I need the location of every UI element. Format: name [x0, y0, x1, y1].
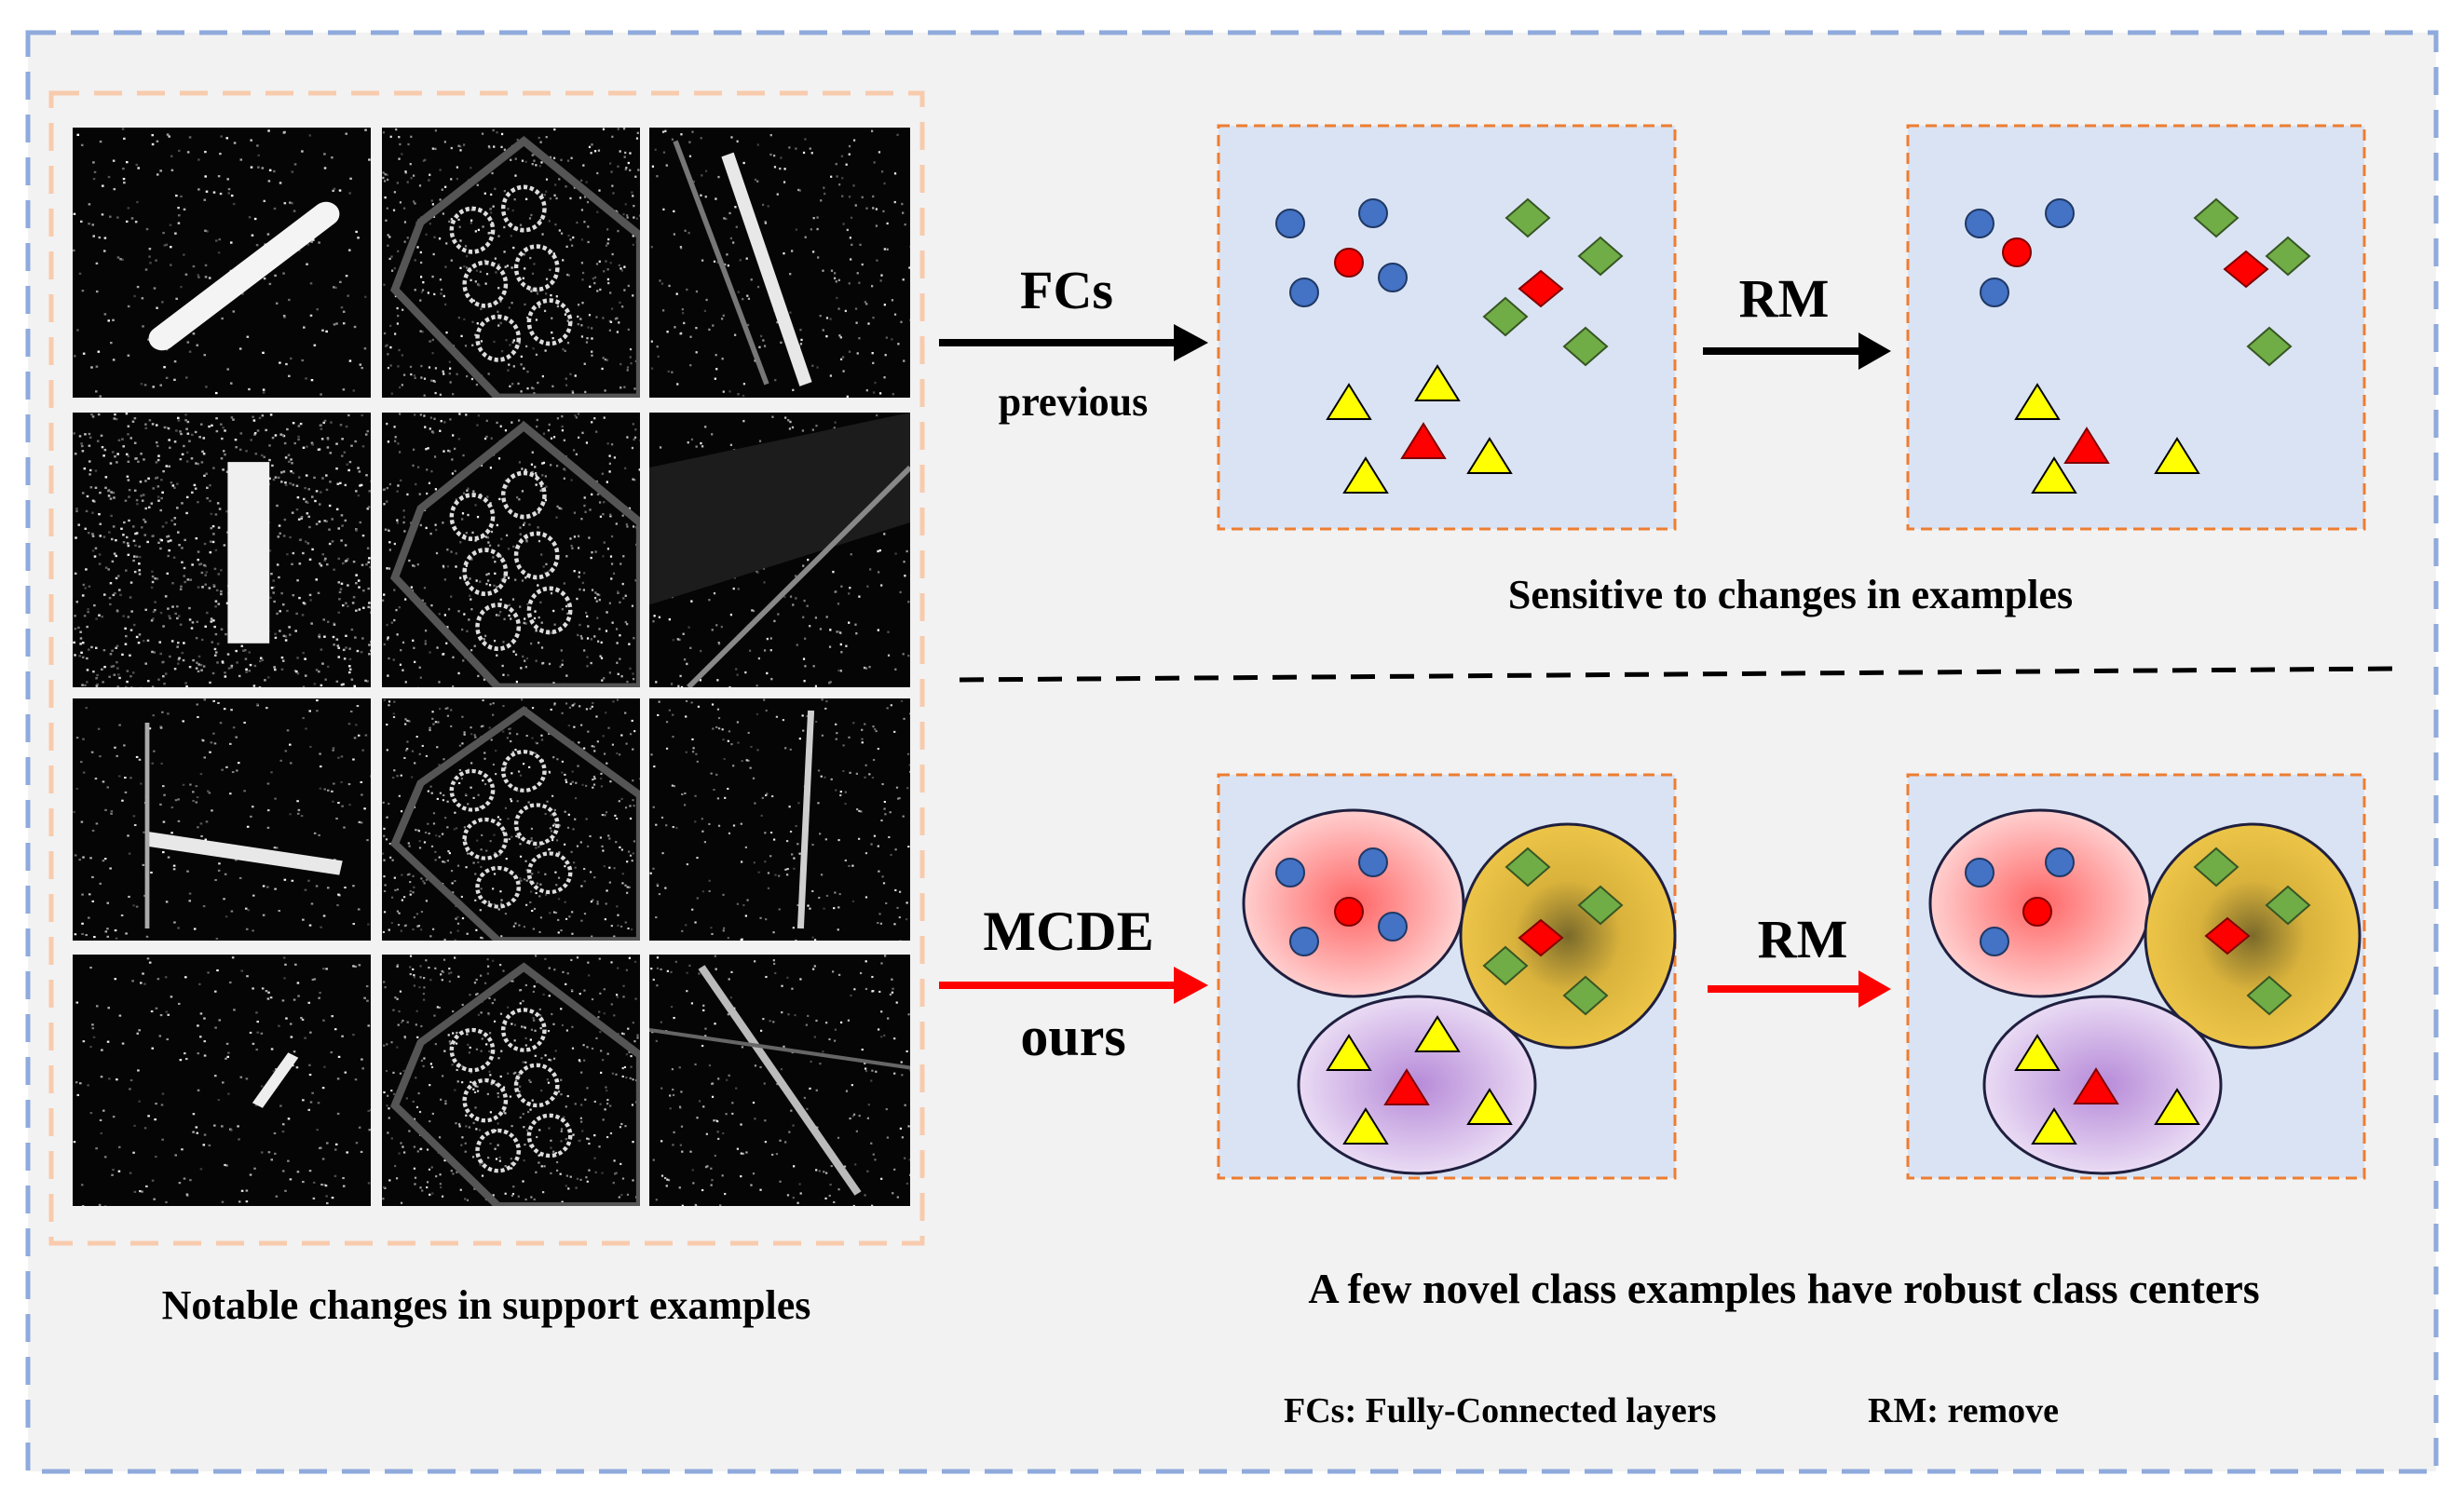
fcs-label: FCs	[1020, 260, 1113, 320]
rm-label-previous: RM	[1738, 268, 1830, 329]
cluster-ellipse-diamonds	[1459, 822, 1677, 1050]
mcde-label: MCDE	[983, 901, 1154, 962]
support-diamond	[2265, 236, 2311, 277]
class-center-circle	[1334, 248, 1364, 278]
rm-label-ours: RM	[1757, 909, 1848, 969]
support-examples-frame	[48, 90, 925, 1246]
class-center-circle	[2002, 237, 2032, 267]
support-circle	[1965, 209, 1994, 238]
class-center-diamond	[1518, 269, 1564, 308]
support-image-sar-bridge-diagonal	[649, 128, 910, 398]
support-circle	[1289, 278, 1319, 307]
support-diamond	[2246, 326, 2293, 367]
support-triangle	[1466, 437, 1513, 474]
support-circle	[1358, 198, 1388, 228]
support-diamond	[1577, 885, 1624, 926]
support-circle	[1289, 927, 1319, 956]
support-examples-caption: Notable changes in support examples	[161, 1282, 811, 1328]
support-image-sar-ship-horizontal	[73, 698, 371, 941]
support-image-sar-bridge-faint	[649, 955, 910, 1206]
previous-caption: Sensitive to changes in examples	[1507, 572, 2074, 617]
class-center-diamond	[1518, 918, 1564, 957]
support-diamond	[2193, 847, 2239, 887]
support-diamond	[1504, 197, 1551, 238]
support-image-sar-ship-diagonal	[73, 128, 371, 398]
class-center-triangle	[2073, 1067, 2119, 1104]
support-triangle	[1342, 1107, 1389, 1145]
legend-fcs: FCs: Fully-Connected layers	[1284, 1391, 1717, 1430]
mcde-arrow	[939, 967, 1208, 1004]
support-circle	[1378, 912, 1408, 942]
support-diamond	[1504, 847, 1551, 887]
fcs-arrow	[939, 324, 1208, 361]
support-circle	[1275, 209, 1305, 238]
class-center-diamond	[2204, 916, 2251, 955]
support-image-sar-oil-tanks	[382, 955, 640, 1206]
support-triangle	[2154, 1088, 2200, 1125]
support-image-sar-ship-small	[73, 955, 371, 1206]
class-center-triangle	[1400, 422, 1447, 459]
panel-previous-full	[1217, 124, 1677, 531]
support-image-sar-oil-tanks	[382, 413, 640, 687]
class-center-triangle	[1383, 1068, 1430, 1105]
support-circle	[1965, 858, 1994, 887]
support-diamond	[2193, 197, 2239, 238]
support-diamond	[1577, 236, 1624, 277]
support-triangle	[2014, 383, 2061, 420]
support-triangle	[1466, 1088, 1513, 1125]
support-triangle	[1342, 456, 1389, 494]
ours-label: ours	[1020, 1006, 1126, 1067]
support-triangle	[1414, 1015, 1461, 1052]
support-triangle	[1326, 1034, 1372, 1071]
separator-line	[959, 666, 2395, 683]
support-circle	[1275, 858, 1305, 887]
support-triangle	[1414, 364, 1461, 401]
support-image-sar-oil-tanks	[382, 128, 640, 398]
class-center-circle	[1334, 897, 1364, 927]
support-diamond	[2265, 885, 2311, 926]
support-triangle	[2031, 1107, 2077, 1145]
support-image-sar-bridge-vertical	[649, 698, 910, 941]
rm-arrow-previous	[1703, 332, 1891, 370]
support-diamond	[1482, 945, 1529, 986]
support-image-sar-bridge-dark	[649, 413, 910, 687]
support-triangle	[1326, 383, 1372, 420]
rm-arrow-ours	[1708, 970, 1891, 1008]
class-center-diamond	[2223, 250, 2269, 289]
legend-rm: RM: remove	[1868, 1391, 2060, 1430]
support-diamond	[2246, 975, 2293, 1016]
class-center-circle	[2022, 897, 2052, 927]
support-circle	[1358, 847, 1388, 877]
support-circle	[2045, 198, 2075, 228]
support-diamond	[1482, 296, 1529, 337]
cluster-ellipse-diamonds	[2144, 822, 2362, 1050]
support-circle	[2045, 847, 2075, 877]
support-diamond	[1562, 326, 1609, 367]
support-image-sar-oil-tanks	[382, 698, 640, 941]
support-triangle	[2014, 1034, 2061, 1071]
class-center-triangle	[2063, 427, 2110, 464]
support-image-sar-ship-noisy	[73, 413, 371, 687]
support-triangle	[2154, 437, 2200, 474]
previous-label: previous	[998, 379, 1149, 425]
support-circle	[1378, 263, 1408, 292]
support-circle	[1980, 278, 2009, 307]
panel-ours-removed	[1906, 773, 2366, 1180]
support-triangle	[2031, 456, 2077, 494]
support-circle	[1980, 927, 2009, 956]
panel-previous-removed	[1906, 124, 2366, 531]
panel-ours-full	[1217, 773, 1677, 1180]
ours-caption: A few novel class examples have robust c…	[1308, 1265, 2260, 1312]
support-diamond	[1562, 975, 1609, 1016]
